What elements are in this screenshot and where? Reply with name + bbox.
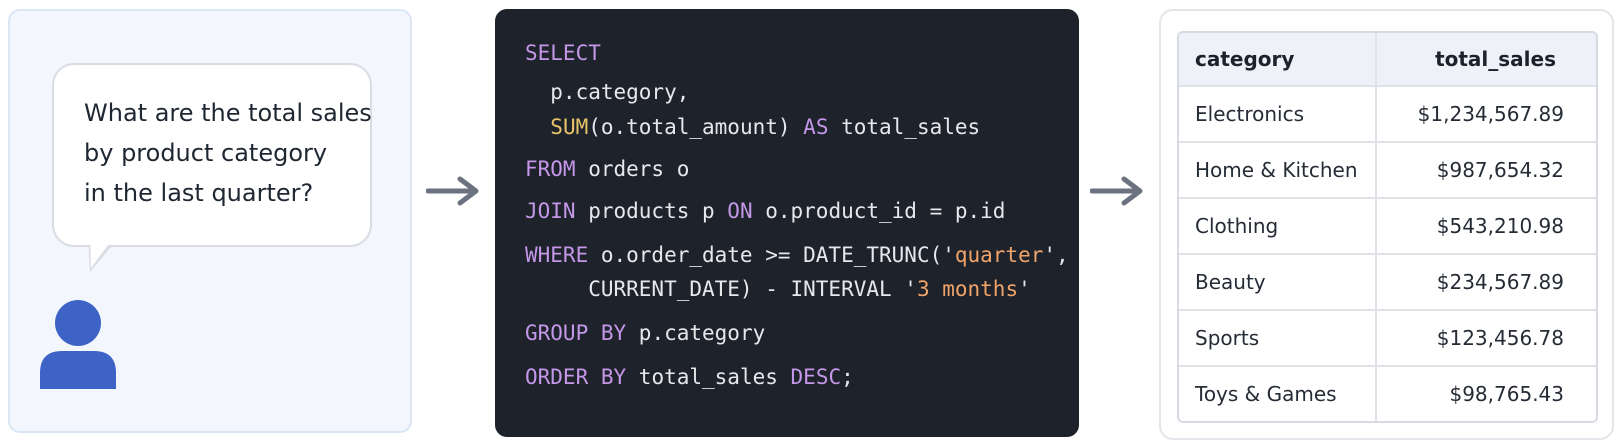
column-header-total-sales: total_sales	[1435, 47, 1556, 71]
arrow-right-icon	[426, 176, 479, 206]
arrow-right-icon	[1090, 176, 1143, 206]
speech-bubble-tail-fill	[90, 233, 117, 268]
sql-line: FROM orders o	[525, 156, 689, 182]
sql-line: SUM(o.total_amount) AS total_sales	[525, 114, 980, 140]
sql-text: orders o	[575, 157, 690, 181]
sql-text: total_sales	[626, 365, 791, 389]
sql-text	[525, 115, 550, 139]
sql-text: o.product_id = p.id	[752, 199, 1006, 223]
sql-keyword: SELECT	[525, 41, 601, 65]
table-row: Toys & Games $98,765.43	[1179, 365, 1596, 421]
sql-string: 3 months	[916, 277, 1019, 301]
sql-text: '	[1018, 277, 1031, 301]
table-row: Sports $123,456.78	[1179, 309, 1596, 365]
total-sales-cell: $987,654.32	[1436, 158, 1564, 182]
sql-line: GROUP BY p.category	[525, 320, 765, 346]
question-line: by product category	[84, 139, 328, 167]
total-sales-cell: $98,765.43	[1449, 382, 1564, 406]
category-cell: Home & Kitchen	[1179, 143, 1377, 197]
sql-line: p.category,	[525, 79, 689, 105]
total-sales-cell: $1,234,567.89	[1417, 102, 1564, 126]
sql-line: JOIN products p ON o.product_id = p.id	[525, 198, 1005, 224]
total-sales-cell: $234,567.89	[1436, 270, 1564, 294]
table-row: Electronics $1,234,567.89	[1179, 85, 1596, 141]
sql-function: SUM	[550, 115, 589, 139]
sql-text: CURRENT_DATE) - INTERVAL '	[525, 277, 917, 301]
category-cell: Toys & Games	[1179, 367, 1377, 421]
sql-keyword: FROM	[525, 157, 576, 181]
sql-keyword: GROUP BY	[525, 321, 627, 345]
question-panel: What are the total sales by product cate…	[8, 9, 412, 433]
sql-keyword: ON	[727, 199, 753, 223]
sql-code-panel: SELECT p.category, SUM(o.total_amount) A…	[495, 9, 1079, 437]
question-line: What are the total sales	[84, 99, 372, 127]
sql-text: p.category,	[525, 80, 690, 104]
sql-text: products p	[575, 199, 728, 223]
result-table: category total_sales Electronics $1,234,…	[1177, 31, 1598, 423]
table-header-row: category total_sales	[1179, 33, 1596, 85]
sql-keyword: WHERE	[525, 243, 589, 267]
sql-keyword: ORDER BY	[525, 365, 627, 389]
table-row: Beauty $234,567.89	[1179, 253, 1596, 309]
sql-line: CURRENT_DATE) - INTERVAL '3 months'	[525, 276, 1031, 302]
speech-bubble: What are the total sales by product cate…	[52, 63, 372, 247]
total-sales-cell: $543,210.98	[1436, 214, 1564, 238]
sql-string: quarter	[954, 243, 1044, 267]
table-row: Home & Kitchen $987,654.32	[1179, 141, 1596, 197]
sql-text: (o.total_amount)	[588, 115, 804, 139]
sql-keyword: DESC	[790, 365, 842, 389]
question-line: in the last quarter?	[84, 179, 314, 207]
sql-keyword: AS	[803, 115, 829, 139]
user-icon	[40, 300, 116, 389]
total-sales-cell: $123,456.78	[1436, 326, 1564, 350]
category-cell: Clothing	[1179, 199, 1377, 253]
sql-line: WHERE o.order_date >= DATE_TRUNC('quarte…	[525, 242, 1069, 268]
sql-text: total_sales	[828, 115, 981, 139]
sql-text: ;	[841, 365, 854, 389]
category-cell: Electronics	[1179, 87, 1377, 141]
sql-line: SELECT	[525, 40, 601, 66]
sql-text: p.category	[626, 321, 766, 345]
column-header-category: category	[1179, 33, 1377, 85]
sql-text: ',	[1043, 243, 1069, 267]
sql-line: ORDER BY total_sales DESC;	[525, 364, 854, 390]
result-panel: category total_sales Electronics $1,234,…	[1159, 9, 1614, 440]
category-cell: Sports	[1179, 311, 1377, 365]
sql-keyword: JOIN	[525, 199, 576, 223]
category-cell: Beauty	[1179, 255, 1377, 309]
table-row: Clothing $543,210.98	[1179, 197, 1596, 253]
sql-text: o.order_date >= DATE_TRUNC('	[588, 243, 955, 267]
